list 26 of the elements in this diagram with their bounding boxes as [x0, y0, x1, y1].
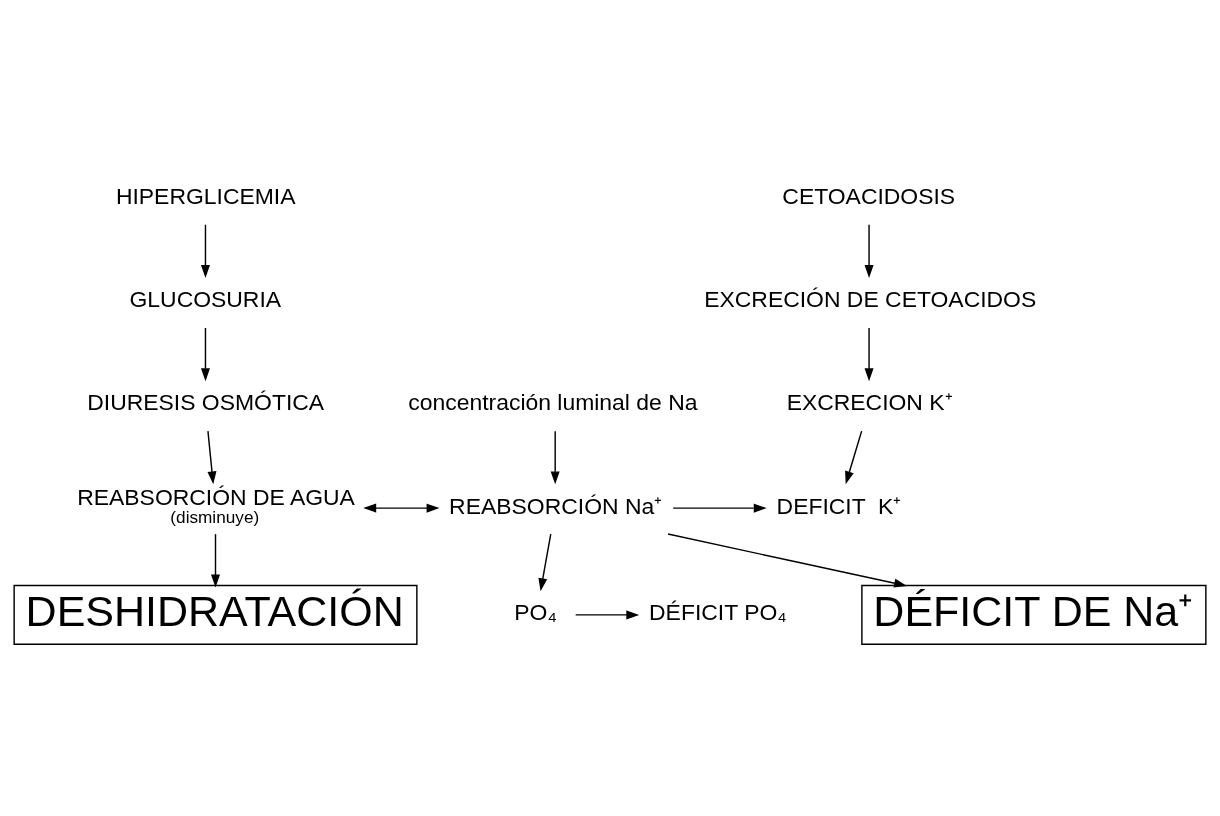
node-text: DIURESIS OSMÓTICA: [87, 388, 325, 415]
node-text: DEFICIT K⁺: [776, 492, 902, 519]
node-text: EXCRECION K⁺: [786, 388, 953, 415]
node-text: DÉFICIT PO₄: [649, 598, 787, 625]
node-text: REABSORCIÓN Na⁺: [449, 492, 663, 519]
node-text: concentración luminal de Na: [408, 388, 698, 415]
node-box: DESHIDRATACIÓN: [13, 584, 418, 645]
arrow: [200, 223, 210, 278]
arrow: [211, 532, 220, 587]
arrow: [363, 503, 440, 513]
arrow: [574, 609, 640, 619]
arrow: [672, 503, 767, 513]
arrow: [538, 532, 552, 591]
arrow: [207, 429, 217, 484]
arrow: [550, 429, 560, 484]
node-text: PO₄: [514, 598, 557, 625]
node-box: DÉFICIT DE Na⁺: [861, 584, 1207, 645]
arrow: [864, 223, 874, 278]
node-text: HIPERGLICEMIA: [115, 182, 296, 209]
arrow: [667, 532, 907, 588]
node-text: CETOACIDOSIS: [782, 182, 956, 209]
arrow: [845, 429, 863, 484]
arrow: [200, 326, 210, 381]
node-text: GLUCOSURIA: [129, 285, 282, 312]
node-text: EXCRECIÓN DE CETOACIDOS: [704, 285, 1037, 312]
arrow: [864, 326, 874, 381]
